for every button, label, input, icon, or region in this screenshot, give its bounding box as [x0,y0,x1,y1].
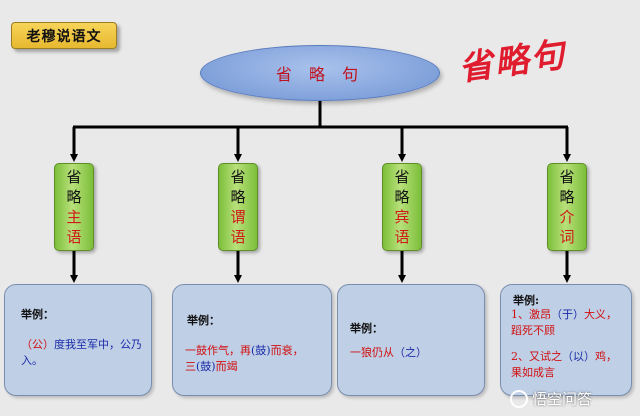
watermark-text: 悟空问答 [532,390,593,408]
example-box-predicate: 举例： 一鼓作气，再(鼓)而衰， 三(鼓)而竭 [172,284,332,396]
sentence-text: 果如成言 [511,366,555,379]
pill-omit-subject: 省 略 主 语 [54,163,94,251]
pill-char: 略 [559,188,575,206]
pill-char: 省 [394,168,410,186]
example-box-subject: 举例： （公）度我至军中，公乃入。 [4,284,152,396]
pill-char: 宾 [394,208,410,226]
pill-omit-predicate: 省 略 谓 语 [218,163,258,251]
pill-char: 主 [66,208,82,226]
sentence-text: 三 [185,360,196,373]
omitted-word: （于） [551,308,584,321]
sentence-text: 鸡， [595,350,617,363]
sentence-text: 而衰， [270,344,304,357]
example-label: 举例： [187,314,220,327]
omitted-word: （之） [394,346,427,359]
example-label: 举例： [21,308,54,321]
omitted-word: (鼓) [251,344,271,357]
pill-char: 介 [559,208,575,226]
example-text: 一鼓作气，再(鼓)而衰， 三(鼓)而竭 [185,343,327,375]
center-topic: 省 略 句 [200,45,440,101]
sentence-text: 大义， [584,308,617,321]
sentence-text: 2、又试之 [511,350,562,363]
example-box-preposition: 举例: 1、激昂（于）大义， 蹈死不顾 2、又试之（以）鸡， 果如成言 [500,284,632,396]
pill-char: 省 [66,168,82,186]
omitted-word: (鼓) [196,360,216,373]
pill-char: 略 [66,188,82,206]
watermark: 悟空问答 [510,388,592,409]
sentence-text: 蹈死不顾 [511,324,555,337]
sentence-text: 一狼仍从 [350,346,394,359]
sentence-text: 一鼓作气，再 [185,344,251,357]
pill-char: 省 [559,168,575,186]
pill-char: 省 [230,168,246,186]
sentence-text: 度我至军中，公乃入。 [21,338,142,367]
pill-char: 词 [559,228,575,246]
example-label: 举例: [513,294,540,307]
pill-char: 语 [394,228,410,246]
example-text: （公）度我至军中，公乃入。 [21,337,145,369]
pill-omit-preposition: 省 略 介 词 [547,163,587,251]
pill-char: 语 [66,228,82,246]
pill-char: 略 [230,188,246,206]
pill-char: 略 [394,188,410,206]
pill-omit-object: 省 略 宾 语 [382,163,422,251]
pill-char: 谓 [230,208,246,226]
pill-char: 语 [230,228,246,246]
example-label: 举例： [350,322,383,335]
watermark-logo-icon [510,389,528,408]
omitted-word: （公） [21,338,54,351]
sentence-text: 1、激昂 [511,308,551,321]
example-text: 一狼仍从（之） [350,345,480,361]
author-tag: 老穆说语文 [11,22,117,49]
sentence-text: 而竭 [215,360,238,373]
example-text: 1、激昂（于）大义， 蹈死不顾 2、又试之（以）鸡， 果如成言 [511,307,629,381]
omitted-word: （以） [562,350,595,363]
example-box-object: 举例： 一狼仍从（之） [337,284,485,396]
